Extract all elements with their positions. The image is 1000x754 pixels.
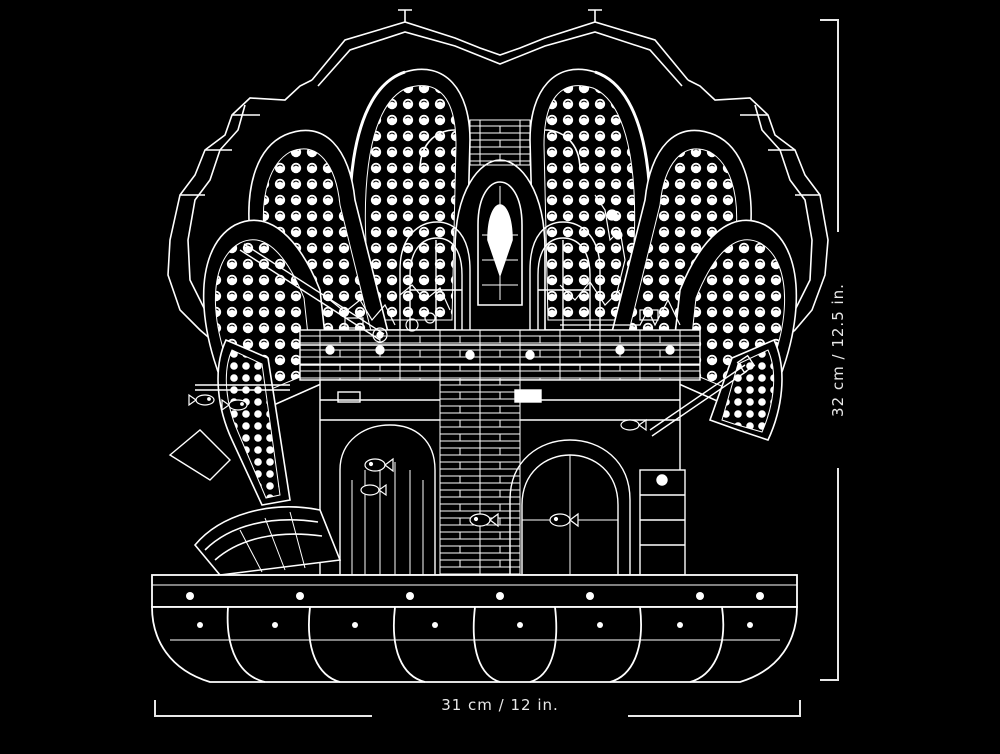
shell-petal-center-right: [529, 68, 652, 331]
left-arch-window: [399, 221, 471, 340]
upper-deck: [299, 329, 701, 381]
lower-structure: [319, 379, 681, 576]
shell-petal-far-left: [217, 338, 291, 506]
deck-decorations: [329, 194, 681, 343]
shell-petal-center-left: [348, 68, 471, 331]
height-dimension-label: 32 cm / 12.5 in.: [829, 275, 847, 425]
shell-outer-fan: [167, 9, 829, 361]
height-dimension-line: [820, 19, 839, 681]
base-plinth: [151, 574, 798, 608]
right-arch-window: [529, 221, 601, 340]
width-dimension-line: [154, 700, 801, 717]
base-bowls: [151, 606, 798, 683]
coral-spear-right: [649, 354, 756, 437]
coral-branches-left: [168, 243, 385, 481]
fish-figures: [188, 393, 647, 528]
width-dimension-label: 31 cm / 12 in.: [433, 696, 567, 714]
left-ribbons: [193, 506, 342, 576]
right-pillar: [639, 469, 686, 576]
shell-petal-far-right: [708, 338, 783, 441]
central-dome: [419, 119, 581, 341]
